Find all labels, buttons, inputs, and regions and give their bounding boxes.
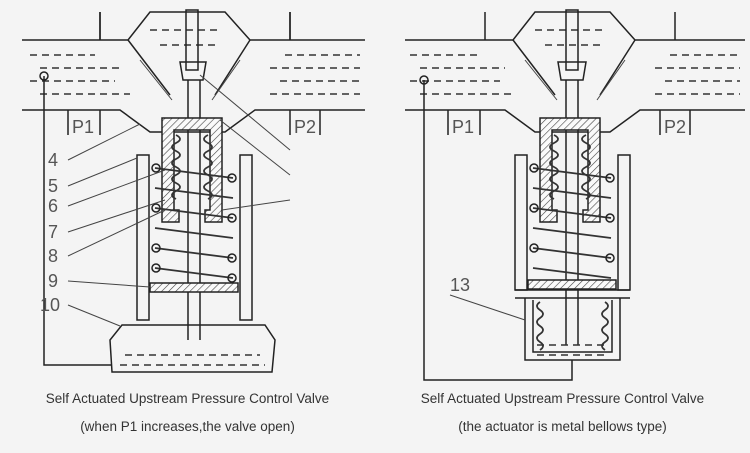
callout-leader-13: [449, 294, 526, 321]
pressure-tap-icon: [419, 75, 429, 85]
callout-9: 9: [48, 271, 58, 291]
impulse-line: [43, 76, 112, 366]
callout-6: 6: [48, 196, 58, 216]
right-caption: Self Actuated Upstream Pressure Control …: [375, 392, 750, 433]
spring: [151, 163, 237, 283]
spring-plate: [149, 282, 239, 293]
left-valve-diagram: P1 P2 4 5 6 7 8 9 10: [22, 9, 365, 373]
valve-body: [405, 11, 745, 135]
valve-stem: [557, 9, 587, 345]
left-caption-subtitle: (when P1 increases,the valve open): [80, 418, 295, 434]
callout-4: 4: [48, 150, 58, 170]
right-caption-title: Self Actuated Upstream Pressure Control …: [420, 391, 705, 406]
callout-5: 5: [48, 176, 58, 196]
inlet-label-p1: P1: [72, 117, 94, 137]
left-caption-title: Self Actuated Upstream Pressure Control …: [45, 391, 330, 406]
callout-13: 13: [450, 275, 470, 295]
outlet-label-p2: P2: [294, 117, 316, 137]
spring: [529, 163, 615, 279]
left-caption: Self Actuated Upstream Pressure Control …: [0, 392, 375, 433]
callout-leaders: [67, 74, 291, 327]
metal-bellows-actuator: [524, 298, 621, 361]
callout-8: 8: [48, 246, 58, 266]
yoke-frame: [514, 154, 631, 299]
callout-10: 10: [40, 295, 60, 315]
diaphragm-chamber: [109, 324, 276, 373]
impulse-line: [423, 80, 573, 381]
pressure-tap-icon: [39, 71, 49, 81]
right-valve-diagram: P1 P2 13: [405, 9, 745, 381]
outlet-label-p2: P2: [664, 117, 686, 137]
callout-7: 7: [48, 222, 58, 242]
spring-plate: [527, 279, 617, 290]
right-caption-subtitle: (the actuator is metal bellows type): [458, 418, 667, 434]
yoke-frame: [136, 154, 253, 321]
inlet-label-p1: P1: [452, 117, 474, 137]
